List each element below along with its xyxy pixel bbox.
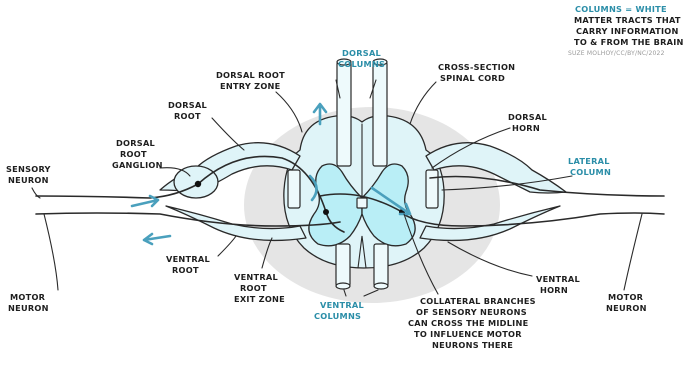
label-dorsal-root-line-2: ROOT <box>174 111 201 121</box>
label-cross-section: CROSS-SECTION SPINAL CORD <box>438 62 515 83</box>
label-lateral-column: LATERAL COLUMN <box>568 156 611 177</box>
label-motor-neuron-right: MOTOR NEURON <box>606 292 647 313</box>
label-dorsal-root-entry-zone: DORSAL ROOT ENTRY ZONE <box>216 70 285 91</box>
label-sensory-neuron: SENSORY NEURON <box>6 164 52 185</box>
label-motor-neuron-left-line-2: NEURON <box>8 303 49 313</box>
label-motor-neuron-right-line-2: NEURON <box>606 303 647 313</box>
label-ventral-root-line-1: VENTRAL <box>166 254 210 264</box>
label-ventral-columns-line-1: VENTRAL <box>320 300 364 310</box>
label-motor-neuron-left-line-1: MOTOR <box>10 292 46 302</box>
label-collateral-line-5: NEURONS THERE <box>432 340 513 350</box>
label-dorsal-horn: DORSAL HORN <box>508 112 547 133</box>
label-ventral-root-exit-zone: VENTRAL ROOT EXIT ZONE <box>234 272 285 304</box>
label-dorsal-columns: DORSAL COLUMNS <box>338 48 385 69</box>
legend-line-2: MATTER TRACTS THAT <box>574 15 681 25</box>
label-collateral-line-4: TO INFLUENCE MOTOR <box>414 329 522 339</box>
label-sensory-neuron-line-2: NEURON <box>8 175 49 185</box>
label-ventral-root-exit-line-1: VENTRAL <box>234 272 278 282</box>
label-cross-section-line-2: SPINAL CORD <box>440 73 505 83</box>
label-motor-neuron-right-line-1: MOTOR <box>608 292 644 302</box>
label-motor-neuron-left: MOTOR NEURON <box>8 292 49 313</box>
label-dorsal-root-ganglion: DORSAL ROOT GANGLION <box>112 138 163 170</box>
label-ventral-root: VENTRAL ROOT <box>166 254 210 275</box>
label-ventral-columns-line-2: COLUMNS <box>314 311 361 321</box>
legend-line-1: COLUMNS = WHITE <box>575 4 667 14</box>
ganglion-cell-body <box>195 181 201 187</box>
label-cross-section-line-1: CROSS-SECTION <box>438 62 515 72</box>
legend-line-4: TO & FROM THE BRAIN <box>574 37 684 47</box>
legend-line-3: CARRY INFORMATION <box>576 26 679 36</box>
dorsal-horn-synapse <box>323 209 329 215</box>
label-dorsal-horn-line-2: HORN <box>512 123 540 133</box>
label-dorsal-columns-line-2: COLUMNS <box>338 59 385 69</box>
label-ventral-root-exit-line-2: ROOT <box>240 283 267 293</box>
legend-columns-word: COLUMNS = WHITE <box>575 4 667 14</box>
label-sensory-neuron-line-1: SENSORY <box>6 164 52 174</box>
label-ventral-columns: VENTRAL COLUMNS <box>314 300 364 321</box>
label-ganglion-line-3: GANGLION <box>112 160 163 170</box>
label-dorsal-horn-line-1: DORSAL <box>508 112 547 122</box>
legend: COLUMNS = WHITE MATTER TRACTS THAT CARRY… <box>568 4 684 57</box>
spinal-cord-cross-section <box>284 116 444 268</box>
label-ventral-root-exit-line-3: EXIT ZONE <box>234 294 285 304</box>
label-dorsal-root: DORSAL ROOT <box>168 100 207 121</box>
label-dorsal-columns-line-1: DORSAL <box>342 48 381 58</box>
label-ganglion-line-2: ROOT <box>120 149 147 159</box>
label-lateral-column-line-2: COLUMN <box>570 167 611 177</box>
label-collateral-line-3: CAN CROSS THE MIDLINE <box>408 318 528 328</box>
label-collateral-line-2: OF SENSORY NEURONS <box>416 307 527 317</box>
label-dorsal-root-line-1: DORSAL <box>168 100 207 110</box>
label-ventral-horn-line-2: HORN <box>540 285 568 295</box>
label-dorsal-root-entry-line-2: ENTRY ZONE <box>220 81 281 91</box>
label-collateral-branches: COLLATERAL BRANCHES OF SENSORY NEURONS C… <box>408 296 536 350</box>
label-lateral-column-line-1: LATERAL <box>568 156 610 166</box>
label-dorsal-root-entry-line-1: DORSAL ROOT <box>216 70 285 80</box>
label-ventral-root-line-2: ROOT <box>172 265 199 275</box>
label-collateral-line-1: COLLATERAL BRANCHES <box>420 296 536 306</box>
label-ventral-horn: VENTRAL HORN <box>536 274 580 295</box>
label-ventral-horn-line-1: VENTRAL <box>536 274 580 284</box>
credit-line: SUZE MOLHOY/CC/BY/NC/2022 <box>568 50 665 57</box>
label-ganglion-line-1: DORSAL <box>116 138 155 148</box>
